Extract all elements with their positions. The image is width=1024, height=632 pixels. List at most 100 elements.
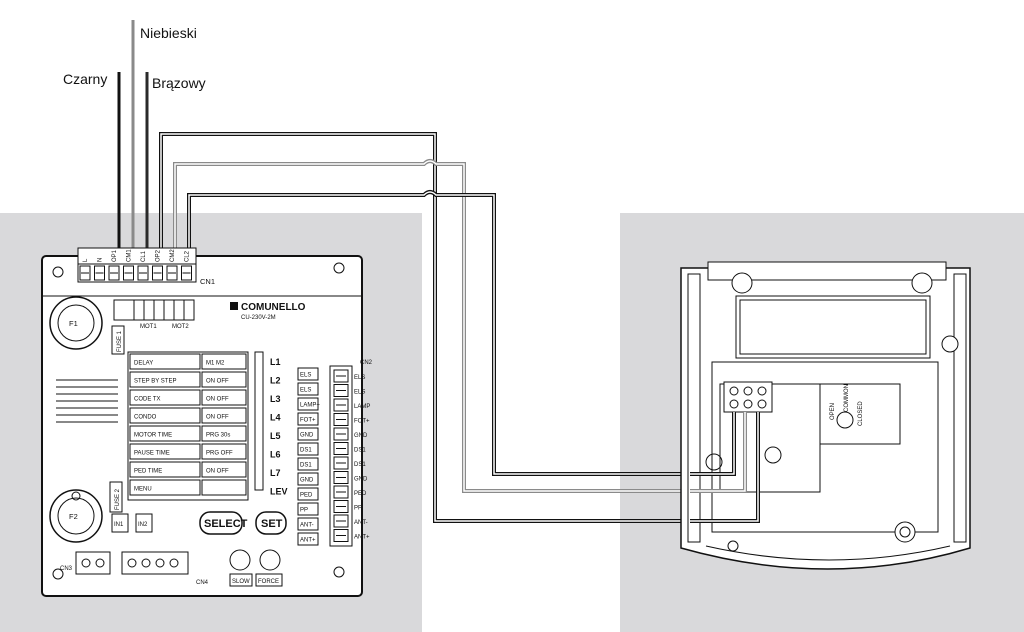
right-terminal-label: ELS (354, 375, 365, 381)
set-button[interactable]: SET (255, 511, 287, 535)
svg-text:SET: SET (261, 518, 283, 530)
menu-row-options: PRG OFF (206, 451, 233, 457)
fuse-f2 (49, 489, 103, 543)
right-terminal: PED (333, 485, 367, 499)
connection-wires (159, 132, 690, 523)
svg-text:GND: GND (300, 433, 314, 439)
in1-box (111, 513, 129, 533)
top-terminal-label: CM1 (127, 249, 133, 262)
in2-label: IN2 (138, 522, 148, 528)
receiver-wire-drops (690, 412, 760, 523)
menu-row-name: MENU (134, 487, 152, 493)
svg-text:PED: PED (300, 493, 313, 499)
svg-text:DS1: DS1 (300, 463, 312, 469)
right-terminal: PP (333, 500, 362, 513)
right-terminal: ELS (333, 384, 365, 397)
led-label: L7 (270, 468, 281, 478)
led-bar (254, 351, 264, 491)
side-label: FOT+ (297, 412, 319, 426)
side-label: ANT- (297, 517, 319, 531)
side-label: ELS (297, 382, 319, 396)
fuse-f1 (49, 296, 103, 350)
svg-text:FOT+: FOT+ (300, 418, 316, 424)
led-label: L4 (270, 413, 281, 423)
vent-slots (56, 379, 118, 423)
fuse1-label: FUSE 1 (117, 330, 123, 352)
force-trimmer[interactable]: FORCE (255, 549, 283, 587)
top-terminal-label: OP1 (112, 249, 118, 262)
right-terminal-label: ANT- (354, 520, 368, 526)
top-terminal-label: CL1 (141, 250, 147, 262)
receiver-closed-label: CLOSED (858, 401, 864, 426)
receiver-terminal-screws (723, 381, 773, 413)
svg-text:ANT+: ANT+ (300, 538, 316, 544)
wire-label-brown: Brązowy (152, 75, 206, 91)
menu-row-name: PAUSE TIME (134, 451, 170, 457)
in1-label: IN1 (114, 522, 124, 528)
right-terminal: FOT+ (333, 413, 370, 426)
right-terminal-label: DS1 (354, 448, 366, 454)
menu-row-name: DELAY (134, 361, 153, 367)
mot1-label: MOT1 (140, 324, 157, 330)
svg-text:FORCE: FORCE (258, 579, 279, 585)
right-terminal: DS1 (333, 456, 366, 470)
led-label: L3 (270, 394, 281, 404)
right-terminal: ANT- (333, 514, 368, 528)
right-terminal: ELS (333, 369, 365, 383)
side-label: DS1 (297, 457, 319, 471)
fuse2-label: FUSE 2 (115, 488, 121, 510)
led-label: L6 (270, 450, 281, 460)
right-terminal: GND (333, 471, 368, 484)
menu-row-name: CODE TX (134, 397, 161, 403)
menu-row-options: ON OFF (206, 469, 229, 475)
connector-cn3 (75, 551, 111, 575)
menu-row: PAUSE TIME PRG OFF (129, 443, 247, 460)
select-button[interactable]: SELECT (199, 511, 248, 535)
top-terminal-label: CL2 (185, 250, 191, 262)
svg-text:SELECT: SELECT (204, 518, 248, 530)
menu-row: CONDO ON OFF (129, 407, 247, 424)
fuse1-holder (111, 325, 125, 355)
top-terminal: CM2 (166, 249, 178, 281)
led-label: L5 (270, 431, 281, 441)
side-label: ELS (297, 367, 319, 381)
wire-label-black: Czarny (63, 71, 108, 87)
right-terminal-label: FOT+ (354, 419, 370, 425)
side-label: PED (297, 487, 319, 501)
right-terminal-label: ANT+ (354, 535, 370, 541)
cn3-label: CN3 (60, 566, 73, 572)
model-name: CU-230V-2M (241, 315, 276, 321)
menu-row-options: PRG 30s (206, 433, 230, 439)
right-terminal-label: ELS (354, 390, 365, 396)
led-label: L2 (270, 376, 281, 386)
top-terminal: CM1 (123, 249, 134, 281)
slow-trimmer[interactable]: SLOW (229, 549, 253, 587)
menu-row: MENU (129, 479, 247, 496)
right-terminal: ANT+ (333, 529, 370, 542)
side-label: PP (297, 502, 319, 516)
svg-text:GND: GND (300, 478, 314, 484)
right-terminal-label: PP (354, 506, 362, 512)
menu-row-name: STEP BY STEP (134, 379, 176, 385)
right-terminal-label: PED (354, 491, 367, 497)
top-terminal-label: N (98, 258, 104, 262)
f1-label: F1 (69, 319, 78, 328)
top-terminal: CL2 (181, 250, 192, 281)
led-label: LEV (270, 487, 288, 497)
top-terminal: L (79, 258, 91, 281)
right-terminal: LAMP (333, 398, 370, 412)
menu-row-options: ON OFF (206, 415, 229, 421)
top-terminal-label: CM2 (170, 249, 176, 262)
menu-row: MOTOR TIME PRG 30s (129, 425, 247, 442)
svg-text:SLOW: SLOW (232, 579, 250, 585)
receiver-common-label: COMMON (844, 384, 850, 412)
menu-row-name: CONDO (134, 415, 157, 421)
svg-text:ELS: ELS (300, 373, 311, 379)
menu-row-name: MOTOR TIME (134, 433, 172, 439)
side-label: DS1 (297, 442, 319, 456)
